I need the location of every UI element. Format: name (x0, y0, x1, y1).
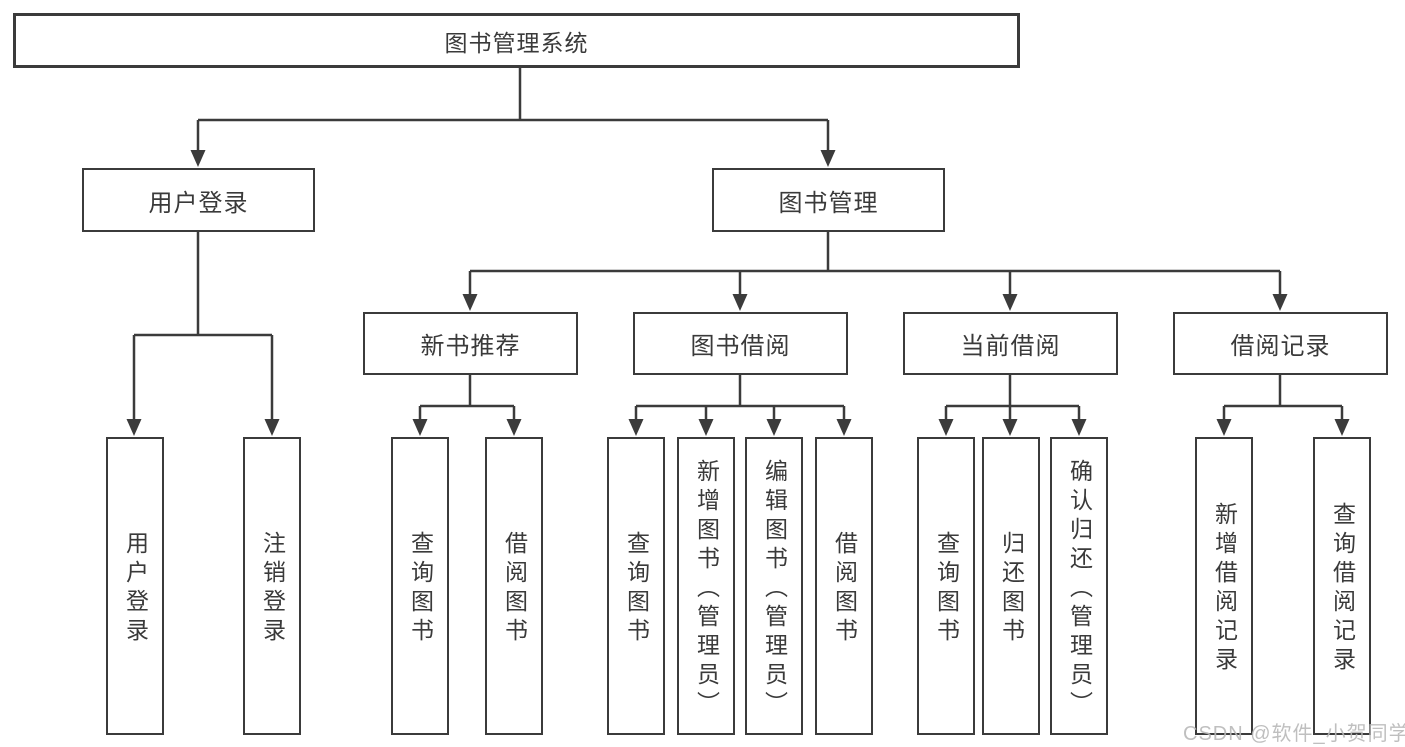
arrow-down-icon (462, 294, 478, 311)
node-book-borrow: 图书借阅 (633, 312, 848, 375)
leaf-borrow-book-recommend: 借阅图书 (485, 437, 543, 735)
node-user-login: 用户登录 (82, 168, 315, 232)
node-new-book-recommend: 新书推荐 (363, 312, 578, 375)
arrow-down-icon (506, 419, 522, 436)
csdn-watermark: CSDN @软件_小贺同学 (1183, 723, 1405, 745)
arrow-down-icon (698, 419, 714, 436)
arrow-down-icon (820, 150, 836, 167)
arrow-down-icon (628, 419, 644, 436)
arrow-down-icon (126, 419, 142, 436)
connector-root-to-level2 (196, 68, 830, 152)
arrow-down-icon (938, 419, 954, 436)
connector-currentborrow-to-leaves (944, 375, 1081, 421)
leaf-add-borrow-record: 新增借阅记录 (1195, 437, 1253, 735)
leaf-return-book: 归还图书 (982, 437, 1040, 735)
arrow-down-icon (1216, 419, 1232, 436)
leaf-confirm-return-admin: 确认归还（管理员） (1050, 437, 1108, 735)
connector-newbookrec-to-leaves (418, 375, 516, 421)
arrow-down-icon (1002, 294, 1018, 311)
node-book-management: 图书管理 (712, 168, 945, 232)
arrow-down-icon (1002, 419, 1018, 436)
arrow-down-icon (766, 419, 782, 436)
connector-bookborrow-to-leaves (634, 375, 846, 421)
arrow-down-icon (1272, 294, 1288, 311)
connector-borrowrecord-to-leaves (1222, 375, 1344, 421)
leaf-add-book-admin: 新增图书（管理员） (677, 437, 735, 735)
leaf-user-login: 用户登录 (106, 437, 164, 735)
leaf-query-book-borrow: 查询图书 (607, 437, 665, 735)
node-borrow-record: 借阅记录 (1173, 312, 1388, 375)
arrow-down-icon (412, 419, 428, 436)
leaf-query-borrow-record: 查询借阅记录 (1313, 437, 1371, 735)
connector-userlogin-to-leaves (132, 232, 274, 421)
arrow-down-icon (190, 150, 206, 167)
arrow-down-icon (836, 419, 852, 436)
arrowheads (126, 150, 1350, 436)
leaf-borrow-book: 借阅图书 (815, 437, 873, 735)
leaf-query-book-recommend: 查询图书 (391, 437, 449, 735)
arrow-down-icon (732, 294, 748, 311)
node-root: 图书管理系统 (13, 13, 1020, 68)
leaf-logout: 注销登录 (243, 437, 301, 735)
arrow-down-icon (1334, 419, 1350, 436)
arrow-down-icon (1071, 419, 1087, 436)
leaf-query-book-current: 查询图书 (917, 437, 975, 735)
leaf-edit-book-admin: 编辑图书（管理员） (745, 437, 803, 735)
node-current-borrow: 当前借阅 (903, 312, 1118, 375)
arrow-down-icon (264, 419, 280, 436)
connector-bookmgmt-to-level3 (468, 232, 1282, 296)
